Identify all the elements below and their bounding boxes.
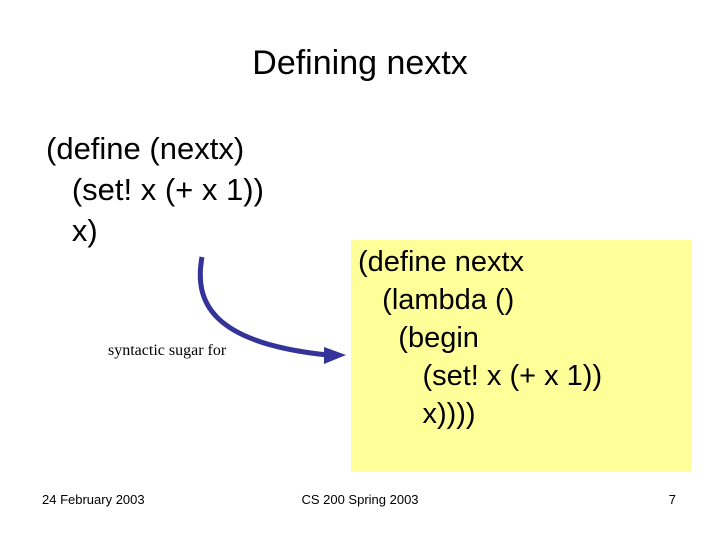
curved-arrow-icon [197,256,346,364]
footer-page-number: 7 [668,492,676,507]
footer-date: 24 February 2003 [42,492,145,507]
annotation-label: syntactic sugar for [108,342,227,359]
footer-course: CS 200 Spring 2003 [301,492,419,507]
slide-footer: 24 February 2003 CS 200 Spring 2003 7 [0,492,720,514]
code-block-desugared: (define nextx (lambda () (begin (set! x … [358,246,603,430]
highlight-box [351,240,691,472]
page-title: Defining nextx [252,44,468,82]
code-block-sugared: (define (nextx) (set! x (+ x 1)) x) [46,131,264,248]
